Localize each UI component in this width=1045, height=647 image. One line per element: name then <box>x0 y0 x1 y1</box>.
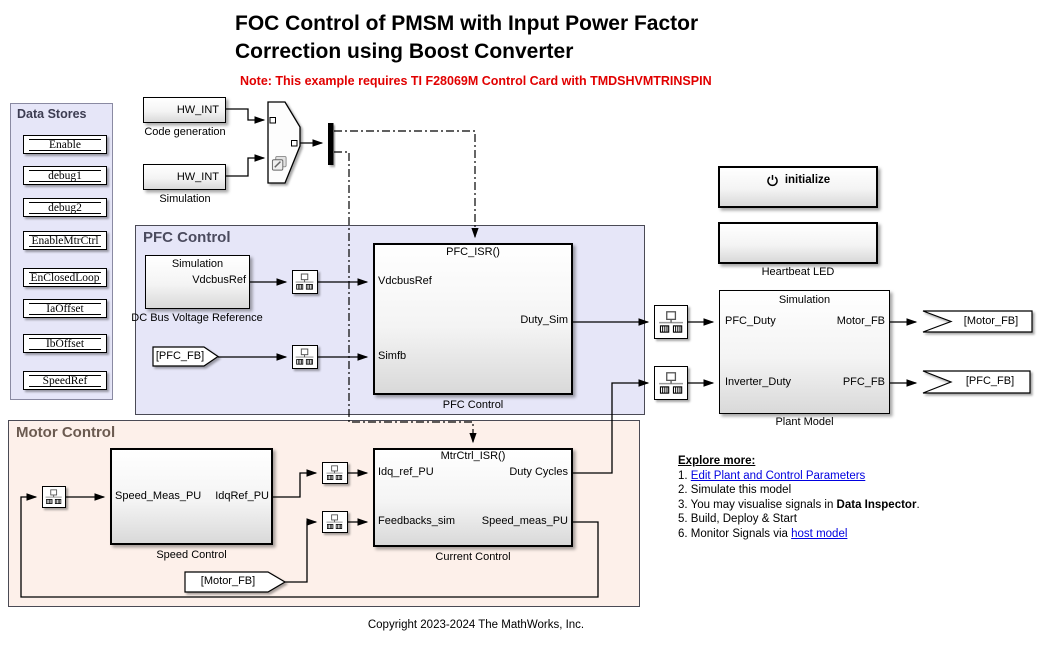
goto-tag-motor-fb-label: [Motor_FB] <box>963 315 1019 327</box>
data-store-enable[interactable]: Enable <box>23 135 107 154</box>
simulation-interrupt-port: HW_INT <box>176 171 219 183</box>
rate-transition-icon <box>324 464 345 482</box>
explore-item-1: 1. Edit Plant and Control Parameters <box>678 469 920 484</box>
explore-item-6: 6. Monitor Signals via host model <box>678 527 920 542</box>
explore-item-3-post: . <box>916 498 920 511</box>
current-out2-label: Speed_meas_PU <box>481 515 568 527</box>
pfc-isr-header: PFC_ISR() <box>446 246 500 258</box>
model-title-line1: FOC Control of PMSM with Input Power Fac… <box>235 12 699 35</box>
model-title-line2: Correction using Boost Converter <box>235 40 574 63</box>
explore-item-6-pre: 6. Monitor Signals via <box>678 527 792 540</box>
data-stores-panel: Data Stores Enable debug1 debug2 EnableM… <box>10 103 113 400</box>
from-tag-motor-fb-label: [Motor_FB] <box>200 575 256 587</box>
initialize-label: initialize <box>784 174 831 186</box>
rate-transition-icon <box>657 369 685 397</box>
plant-variant-header: Simulation <box>778 294 831 306</box>
current-control-label: Current Control <box>435 551 511 563</box>
data-store-iboffset[interactable]: IbOffset <box>23 334 107 353</box>
variant-in-port <box>269 117 276 124</box>
rate-transition-icon <box>294 347 315 366</box>
pfc-in1-label: VdcbusRef <box>378 275 432 287</box>
current-in2-label: Feedbacks_sim <box>378 515 456 527</box>
rate-transition-mc-1[interactable] <box>322 462 348 484</box>
from-tag-pfc-fb-label: [PFC_FB] <box>155 350 205 362</box>
dcbus-block-label: DC Bus Voltage Reference <box>131 312 263 324</box>
goto-tag-pfc-fb-label: [PFC_FB] <box>965 375 1015 387</box>
codegen-interrupt-label: Code generation <box>144 126 226 138</box>
plant-model-subsystem[interactable] <box>719 290 890 414</box>
data-inspector-bold: Data Inspector <box>836 498 917 511</box>
explore-heading: Explore more: <box>678 455 756 467</box>
demux-bar[interactable] <box>328 123 334 165</box>
variant-badge-icon <box>271 155 287 171</box>
dcbus-variant-header: Simulation <box>171 258 224 270</box>
heartbeat-led-block[interactable] <box>718 222 878 264</box>
plant-out1-label: Motor_FB <box>836 315 885 327</box>
pfc-in2-label: Simfb <box>378 350 407 362</box>
data-store-debug2[interactable]: debug2 <box>23 198 107 217</box>
codegen-interrupt-block[interactable]: HW_INT <box>143 97 226 123</box>
rate-transition-icon <box>294 272 315 291</box>
explore-item-1-num: 1. <box>678 469 691 482</box>
rate-transition-icon <box>657 308 685 336</box>
mtrctrl-isr-header: MtrCtrl_ISR() <box>440 450 506 462</box>
heartbeat-led-label: Heartbeat LED <box>761 266 835 278</box>
current-in1-label: Idq_ref_PU <box>378 466 434 478</box>
rate-transition-pfc-2[interactable] <box>292 345 318 369</box>
plant-out2-label: PFC_FB <box>842 376 885 388</box>
current-control-subsystem[interactable] <box>373 448 573 547</box>
dcbus-out-port-label: VdcbusRef <box>192 274 246 286</box>
rate-transition-icon <box>44 488 63 506</box>
explore-item-3: 3. You may visualise signals in Data Ins… <box>678 498 920 513</box>
explore-item-5: 5. Build, Deploy & Start <box>678 513 797 526</box>
speed-control-label: Speed Control <box>156 549 227 561</box>
plant-in2-label: Inverter_Duty <box>725 376 792 388</box>
simulation-interrupt-label: Simulation <box>159 193 211 205</box>
speed-out-label: IdqRef_PU <box>215 490 269 502</box>
data-store-iaoffset[interactable]: IaOffset <box>23 299 107 318</box>
copyright-text: Copyright 2023-2024 The MathWorks, Inc. <box>367 619 585 631</box>
rate-transition-plant-1[interactable] <box>654 305 688 339</box>
data-stores-title: Data Stores <box>17 107 87 121</box>
current-out1-label: Duty Cycles <box>509 466 568 478</box>
power-icon <box>767 174 778 187</box>
initialize-button-block[interactable]: initialize <box>718 166 878 208</box>
rate-transition-mc-left[interactable] <box>42 486 66 508</box>
data-store-speedref[interactable]: SpeedRef <box>23 371 107 390</box>
pfc-area-title: PFC Control <box>143 229 231 246</box>
host-model-link[interactable]: host model <box>791 527 848 540</box>
data-store-enclosedloop[interactable]: EnClosedLoop <box>23 268 107 287</box>
explore-item-2: 2. Simulate this model <box>678 484 792 497</box>
codegen-interrupt-port: HW_INT <box>176 104 219 116</box>
pfc-subsystem-label: PFC Control <box>442 399 504 411</box>
explore-item-3-pre: 3. You may visualise signals in <box>678 498 837 511</box>
plant-in1-label: PFC_Duty <box>725 315 776 327</box>
data-store-enablemtrctrl[interactable]: EnableMtrCtrl <box>23 231 107 250</box>
variant-source-block[interactable] <box>267 101 301 184</box>
rate-transition-mc-2[interactable] <box>322 511 348 533</box>
rate-transition-plant-2[interactable] <box>654 366 688 400</box>
edit-parameters-link[interactable]: Edit Plant and Control Parameters <box>690 469 866 482</box>
explore-more-list: Explore more: 1. Edit Plant and Control … <box>678 454 920 542</box>
pfc-out1-label: Duty_Sim <box>520 314 568 326</box>
hardware-note: Note: This example requires TI F28069M C… <box>240 74 712 88</box>
simulation-interrupt-block[interactable]: HW_INT <box>143 164 226 190</box>
variant-out-port <box>291 140 298 147</box>
motor-area-title: Motor Control <box>16 424 116 441</box>
rate-transition-icon <box>324 513 345 531</box>
plant-model-label: Plant Model <box>775 416 834 428</box>
model-title: FOC Control of PMSM with Input Power Fac… <box>235 10 795 66</box>
data-store-debug1[interactable]: debug1 <box>23 166 107 185</box>
rate-transition-pfc-1[interactable] <box>292 270 318 294</box>
